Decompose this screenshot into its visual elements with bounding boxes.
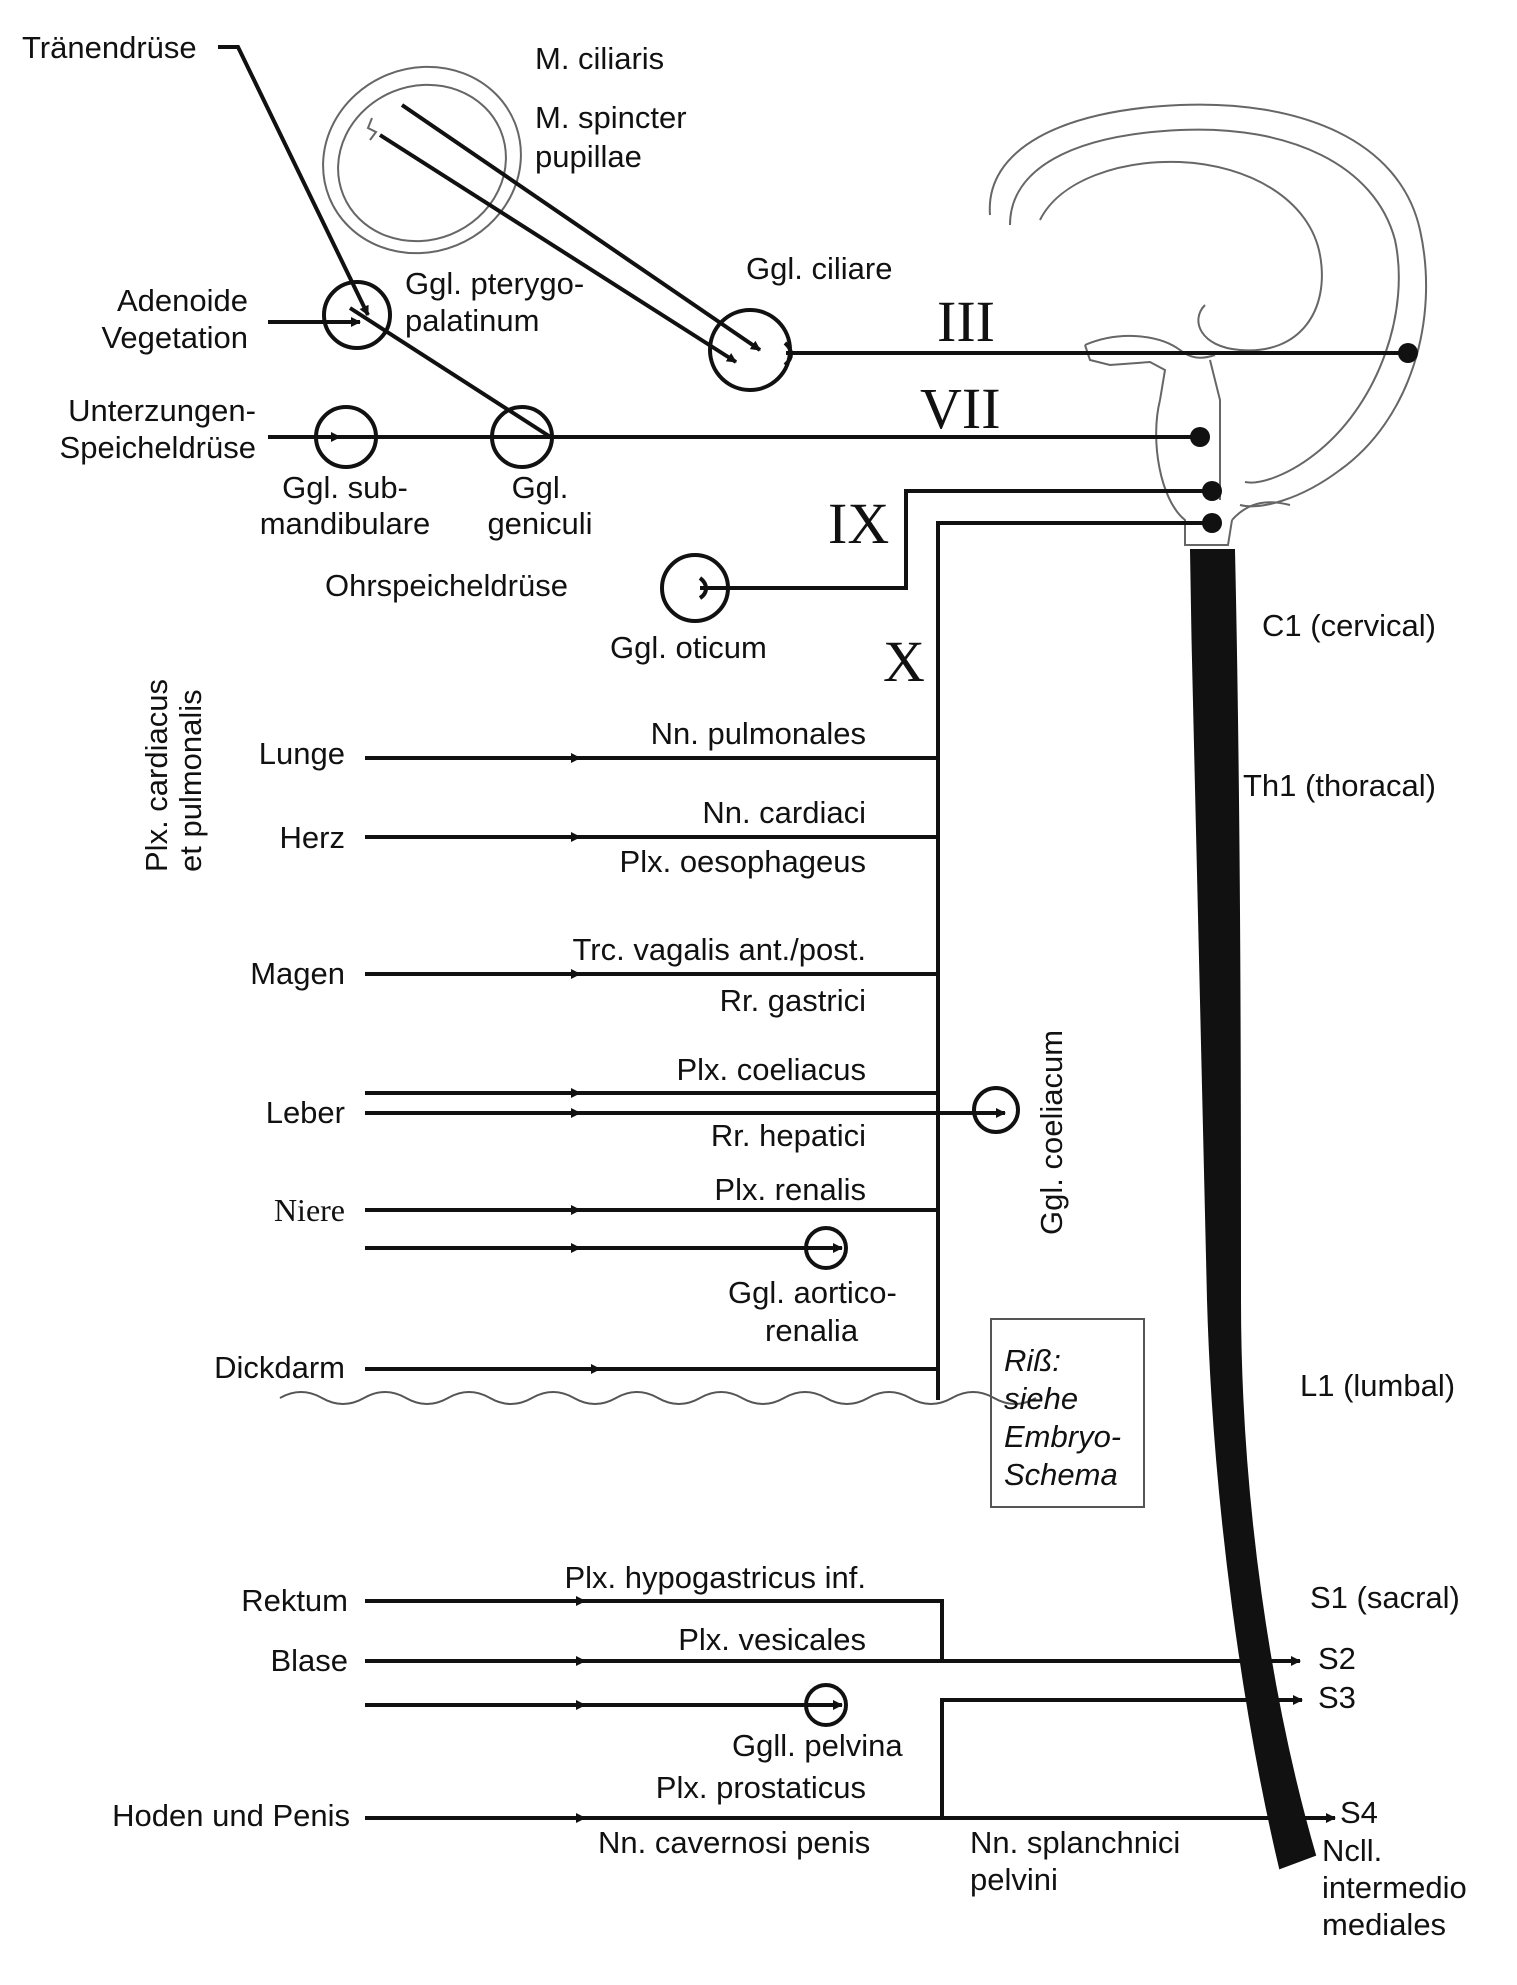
label-cranial-x: X bbox=[883, 629, 925, 694]
label-intermedio: intermedio bbox=[1322, 1870, 1467, 1905]
label-blase: Blase bbox=[270, 1643, 348, 1678]
label-pupillae: pupillae bbox=[535, 139, 642, 174]
ggl-submandibulare bbox=[314, 405, 378, 469]
label-ggll-pelvina: Ggll. pelvina bbox=[732, 1728, 903, 1763]
label-mandibulare: mandibulare bbox=[259, 506, 431, 541]
label-s4: S4 bbox=[1340, 1795, 1378, 1830]
brain-outline bbox=[988, 103, 1427, 546]
label-cranial-iii: III bbox=[937, 289, 995, 354]
ggl-geniculi bbox=[490, 405, 554, 469]
nucleus-dots bbox=[1190, 343, 1418, 533]
label-trc-vagalis: Trc. vagalis ant./post. bbox=[572, 932, 866, 967]
label-vegetation: Vegetation bbox=[101, 320, 248, 355]
label-rektum: Rektum bbox=[241, 1583, 348, 1618]
label-ggl-pterygo: Ggl. pterygo- bbox=[405, 266, 585, 301]
label-cranial-ix: IX bbox=[828, 491, 890, 556]
ggl-ciliare bbox=[708, 308, 792, 392]
label-herz: Herz bbox=[279, 820, 345, 855]
label-nn-cavernosi: Nn. cavernosi penis bbox=[598, 1825, 871, 1860]
label-rr-hepatici: Rr. hepatici bbox=[710, 1118, 866, 1153]
label-ncll: Ncll. bbox=[1322, 1833, 1383, 1868]
label-speicheldruese: Speicheldrüse bbox=[59, 430, 256, 465]
label-plx-coeliacus: Plx. coeliacus bbox=[676, 1052, 866, 1087]
label-s2: S2 bbox=[1318, 1641, 1356, 1676]
label-nn-cardiaci: Nn. cardiaci bbox=[702, 795, 866, 830]
label-plx-oesophageus: Plx. oesophageus bbox=[619, 844, 866, 879]
label-geniculi: geniculi bbox=[487, 506, 593, 541]
note-box: Riß: siehe Embryo- Schema bbox=[990, 1318, 1145, 1508]
label-leber: Leber bbox=[265, 1095, 345, 1130]
label-nn-pulmonales: Nn. pulmonales bbox=[650, 716, 866, 751]
label-plx-renalis: Plx. renalis bbox=[714, 1172, 866, 1207]
eye-outline bbox=[322, 65, 522, 255]
label-m-spincter: M. spincter bbox=[535, 100, 687, 135]
label-palatinum: palatinum bbox=[405, 303, 540, 338]
label-nn-splanchnici: Nn. splanchnici bbox=[970, 1825, 1181, 1860]
label-cranial-vii: VII bbox=[920, 376, 1001, 441]
label-th1: Th1 (thoracal) bbox=[1243, 768, 1436, 803]
label-m-ciliaris: M. ciliaris bbox=[535, 41, 665, 76]
label-ggl-sub: Ggl. sub- bbox=[282, 470, 408, 505]
ggl-aorticorenalia bbox=[804, 1226, 848, 1270]
label-lunge: Lunge bbox=[258, 736, 345, 771]
ggll-pelvina bbox=[804, 1683, 848, 1727]
label-c1: C1 (cervical) bbox=[1262, 608, 1436, 643]
label-plx-cardiacus-line2: et pulmonalis bbox=[173, 689, 209, 872]
label-renalia: renalia bbox=[765, 1313, 859, 1348]
label-niere: Niere bbox=[273, 1192, 345, 1228]
label-plx-cardiacus: Plx. cardiacus et pulmonalis bbox=[139, 679, 209, 872]
label-l1: L1 (lumbal) bbox=[1300, 1368, 1456, 1403]
note-line-3: Embryo- bbox=[1004, 1419, 1122, 1454]
note-line-4: Schema bbox=[1004, 1457, 1118, 1492]
label-dickdarm: Dickdarm bbox=[214, 1350, 345, 1385]
label-hoden-penis: Hoden und Penis bbox=[112, 1798, 350, 1833]
ggl-pterygopalatinum bbox=[322, 280, 392, 350]
label-ggl-coeliacum: Ggl. coeliacum bbox=[1034, 1029, 1069, 1235]
label-ggl-oticum: Ggl. oticum bbox=[610, 630, 767, 665]
label-s3: S3 bbox=[1318, 1680, 1356, 1715]
label-adenoide: Adenoide bbox=[116, 283, 248, 318]
spinal-cord bbox=[1189, 549, 1317, 1870]
nerve-lines bbox=[218, 45, 1403, 1823]
ggl-oticum bbox=[660, 553, 730, 623]
label-mediales: mediales bbox=[1322, 1907, 1447, 1942]
label-ggl-genic: Ggl. bbox=[511, 470, 569, 505]
note-line-2: siehe bbox=[1004, 1381, 1079, 1416]
label-plx-hypogastricus: Plx. hypogastricus inf. bbox=[564, 1560, 866, 1595]
label-plx-cardiacus-line1: Plx. cardiacus bbox=[139, 679, 174, 872]
label-rr-gastrici: Rr. gastrici bbox=[719, 983, 866, 1018]
label-ohrspeicheldruese: Ohrspeicheldrüse bbox=[325, 568, 568, 603]
label-pelvini: pelvini bbox=[970, 1862, 1058, 1897]
label-magen: Magen bbox=[250, 956, 345, 991]
label-traenendruese: Tränendrüse bbox=[22, 30, 197, 65]
ganglia bbox=[314, 280, 1020, 1727]
ggl-coeliacum bbox=[972, 1086, 1020, 1134]
note-line-1: Riß: bbox=[1004, 1343, 1061, 1378]
label-unterzungen: Unterzungen- bbox=[68, 393, 256, 428]
label-s1: S1 (sacral) bbox=[1310, 1580, 1460, 1615]
label-plx-prostaticus: Plx. prostaticus bbox=[655, 1770, 866, 1805]
label-plx-vesicales: Plx. vesicales bbox=[678, 1622, 866, 1657]
label-ggl-ciliare: Ggl. ciliare bbox=[746, 251, 893, 286]
label-ggl-aortico: Ggl. aortico- bbox=[728, 1275, 897, 1310]
